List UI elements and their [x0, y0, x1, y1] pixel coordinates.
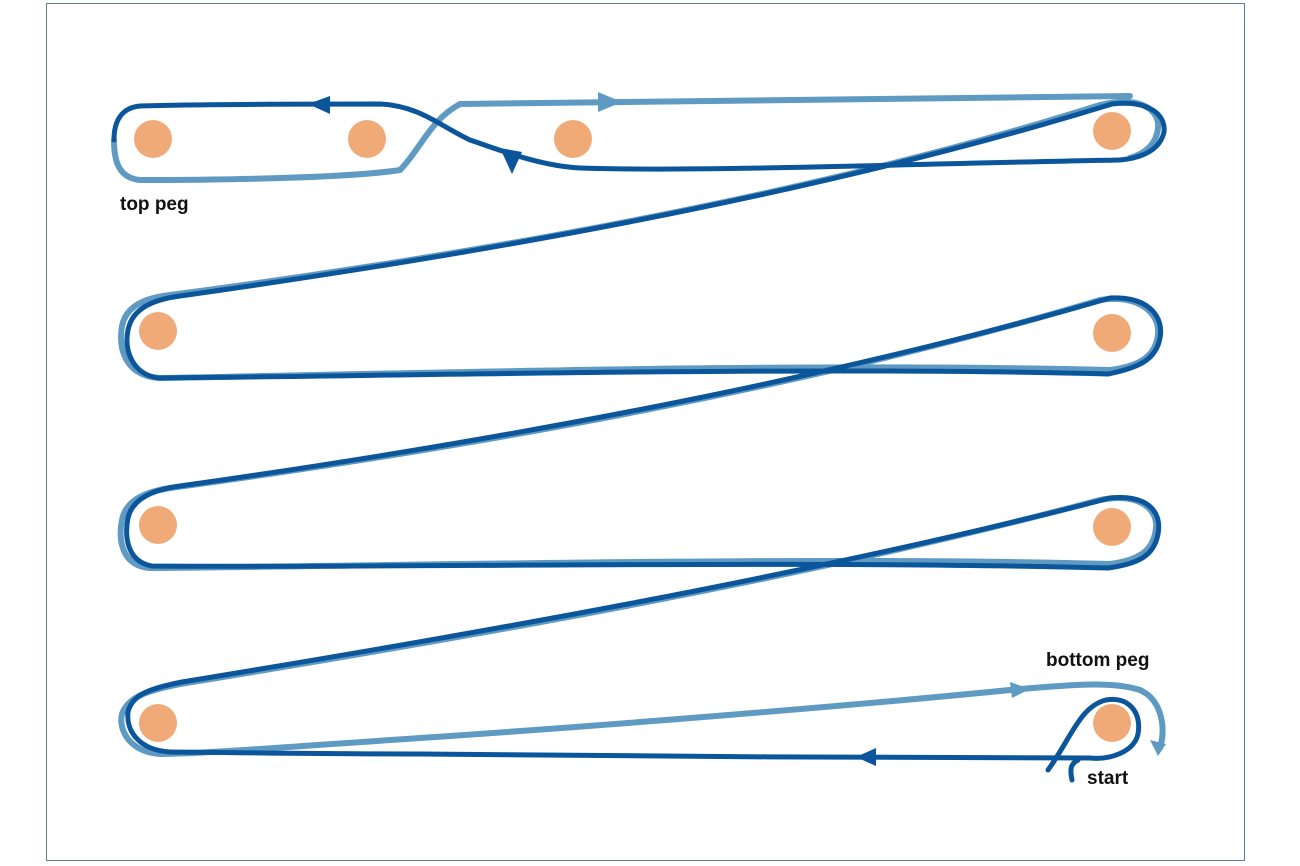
dark-strand-run-2: [124, 293, 1111, 381]
pegs: [134, 112, 1131, 742]
dark-strand-diag-3: [179, 494, 1162, 685]
peg-row4-left: [139, 704, 177, 742]
arrow-light-bottom: [1010, 682, 1030, 698]
start-label: start: [1087, 768, 1129, 789]
direction-arrows: [308, 92, 1166, 766]
peg-top-3: [554, 120, 592, 158]
light-strand: [111, 93, 1166, 757]
dark-strand-run-3: [124, 483, 1111, 571]
light-strand-diag-1: [167, 98, 1162, 298]
peg-top-4: [1093, 112, 1131, 150]
peg-row3-right: [1093, 508, 1131, 546]
arrow-dark-bottom: [856, 748, 876, 766]
light-strand-bottom-run: [157, 686, 1023, 757]
light-strand-top-run: [111, 93, 1133, 183]
dark-strand: [111, 100, 1167, 783]
dark-strand-top-run: [111, 101, 1123, 172]
dark-strand-bottom-run: [167, 749, 1093, 761]
arrow-light-top: [598, 92, 622, 112]
light-strand-bottom-hook: [1017, 681, 1166, 751]
diagram-frame: [46, 3, 1245, 861]
peg-top-1: [134, 120, 172, 158]
dark-strand-diag-1: [177, 100, 1167, 299]
arrow-dark-top-left: [308, 96, 330, 114]
peg-bottom: [1093, 704, 1131, 742]
peg-row2-left: [139, 312, 177, 350]
dark-strand-start-loop: [1045, 696, 1142, 773]
dark-strand-start-tail: [1068, 757, 1081, 783]
arrow-light-bottom-right: [1150, 740, 1166, 756]
top-peg-label: top peg: [120, 194, 189, 215]
peg-row3-left: [139, 506, 177, 544]
dark-strand-loop-left-4: [125, 679, 185, 755]
arrow-dark-top-middle: [500, 148, 522, 174]
dark-strand-diag-2: [177, 295, 1164, 489]
peg-row2-right: [1093, 314, 1131, 352]
light-strand-run-3: [117, 485, 1113, 571]
bottom-peg-label: bottom peg: [1046, 650, 1150, 671]
peg-top-2: [348, 120, 386, 158]
